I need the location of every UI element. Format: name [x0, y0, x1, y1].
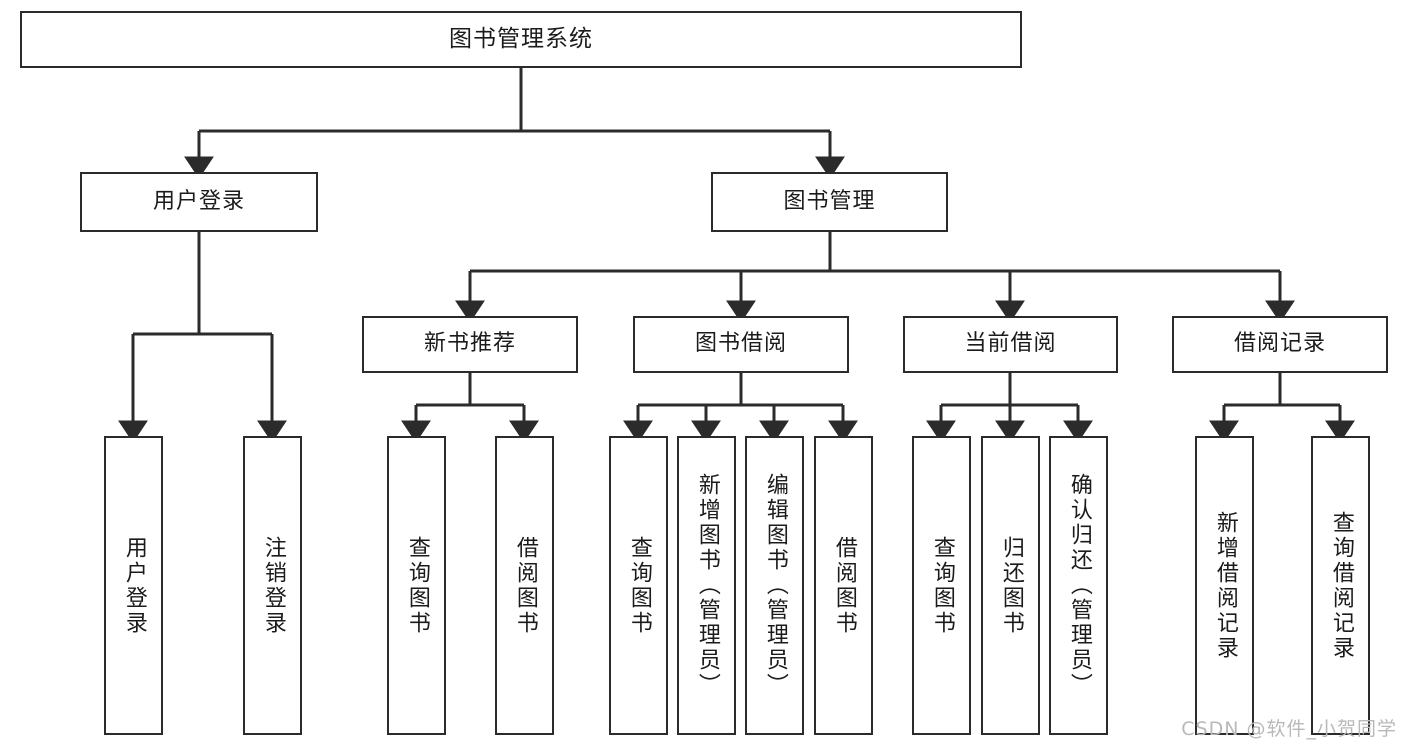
node-label: 用户登录 [152, 188, 245, 214]
leaf-new-book-query-book[interactable]: 查询图书 [387, 436, 446, 735]
leaf-current-borrow-return-book[interactable]: 归还图书 [981, 436, 1040, 735]
node-label-vertical: 借阅图书 [831, 535, 857, 636]
node-label: 图书借阅 [694, 331, 787, 357]
leaf-new-book-borrow-book[interactable]: 借阅图书 [495, 436, 554, 735]
node-new-book-recommend[interactable]: 新书推荐 [362, 316, 578, 373]
leaf-current-borrow-confirm-return-admin[interactable]: 确认归还（管理员） [1049, 436, 1108, 735]
node-label: 当前借阅 [964, 331, 1057, 357]
leaf-borrow-record-query-record[interactable]: 查询借阅记录 [1311, 436, 1370, 735]
node-book-management[interactable]: 图书管理 [711, 172, 948, 232]
node-label-vertical: 新增借阅记录 [1212, 510, 1238, 661]
node-user-login[interactable]: 用户登录 [80, 172, 318, 232]
node-book-borrow[interactable]: 图书借阅 [633, 316, 849, 373]
node-label-vertical: 查询图书 [626, 535, 652, 636]
node-label-vertical: 查询借阅记录 [1328, 510, 1354, 661]
node-label: 新书推荐 [423, 331, 516, 357]
leaf-book-borrow-borrow-book[interactable]: 借阅图书 [814, 436, 873, 735]
node-root-book-management-system[interactable]: 图书管理系统 [20, 11, 1022, 68]
leaf-borrow-record-add-record[interactable]: 新增借阅记录 [1195, 436, 1254, 735]
node-label: 图书管理 [783, 188, 876, 214]
node-label: 图书管理系统 [449, 25, 593, 52]
node-label-vertical: 查询图书 [929, 535, 955, 636]
node-label-vertical: 用户登录 [121, 535, 147, 636]
watermark-text: CSDN @软件_小贺同学 [1181, 718, 1397, 740]
node-label-vertical: 借阅图书 [512, 535, 538, 636]
leaf-book-borrow-add-book-admin[interactable]: 新增图书（管理员） [677, 436, 736, 735]
node-current-borrow[interactable]: 当前借阅 [903, 316, 1118, 373]
node-label-vertical: 确认归还（管理员） [1066, 473, 1092, 698]
node-label-vertical: 注销登录 [260, 535, 286, 636]
leaf-book-borrow-query-book[interactable]: 查询图书 [609, 436, 668, 735]
leaf-user-login-login[interactable]: 用户登录 [104, 436, 163, 735]
node-label-vertical: 新增图书（管理员） [694, 473, 720, 698]
leaf-book-borrow-edit-book-admin[interactable]: 编辑图书（管理员） [745, 436, 804, 735]
node-label: 借阅记录 [1233, 331, 1326, 357]
leaf-user-login-logout[interactable]: 注销登录 [243, 436, 302, 735]
leaf-current-borrow-query-book[interactable]: 查询图书 [912, 436, 971, 735]
node-borrow-record[interactable]: 借阅记录 [1172, 316, 1388, 373]
node-label-vertical: 查询图书 [404, 535, 430, 636]
node-label-vertical: 归还图书 [998, 535, 1024, 636]
node-label-vertical: 编辑图书（管理员） [762, 473, 788, 698]
